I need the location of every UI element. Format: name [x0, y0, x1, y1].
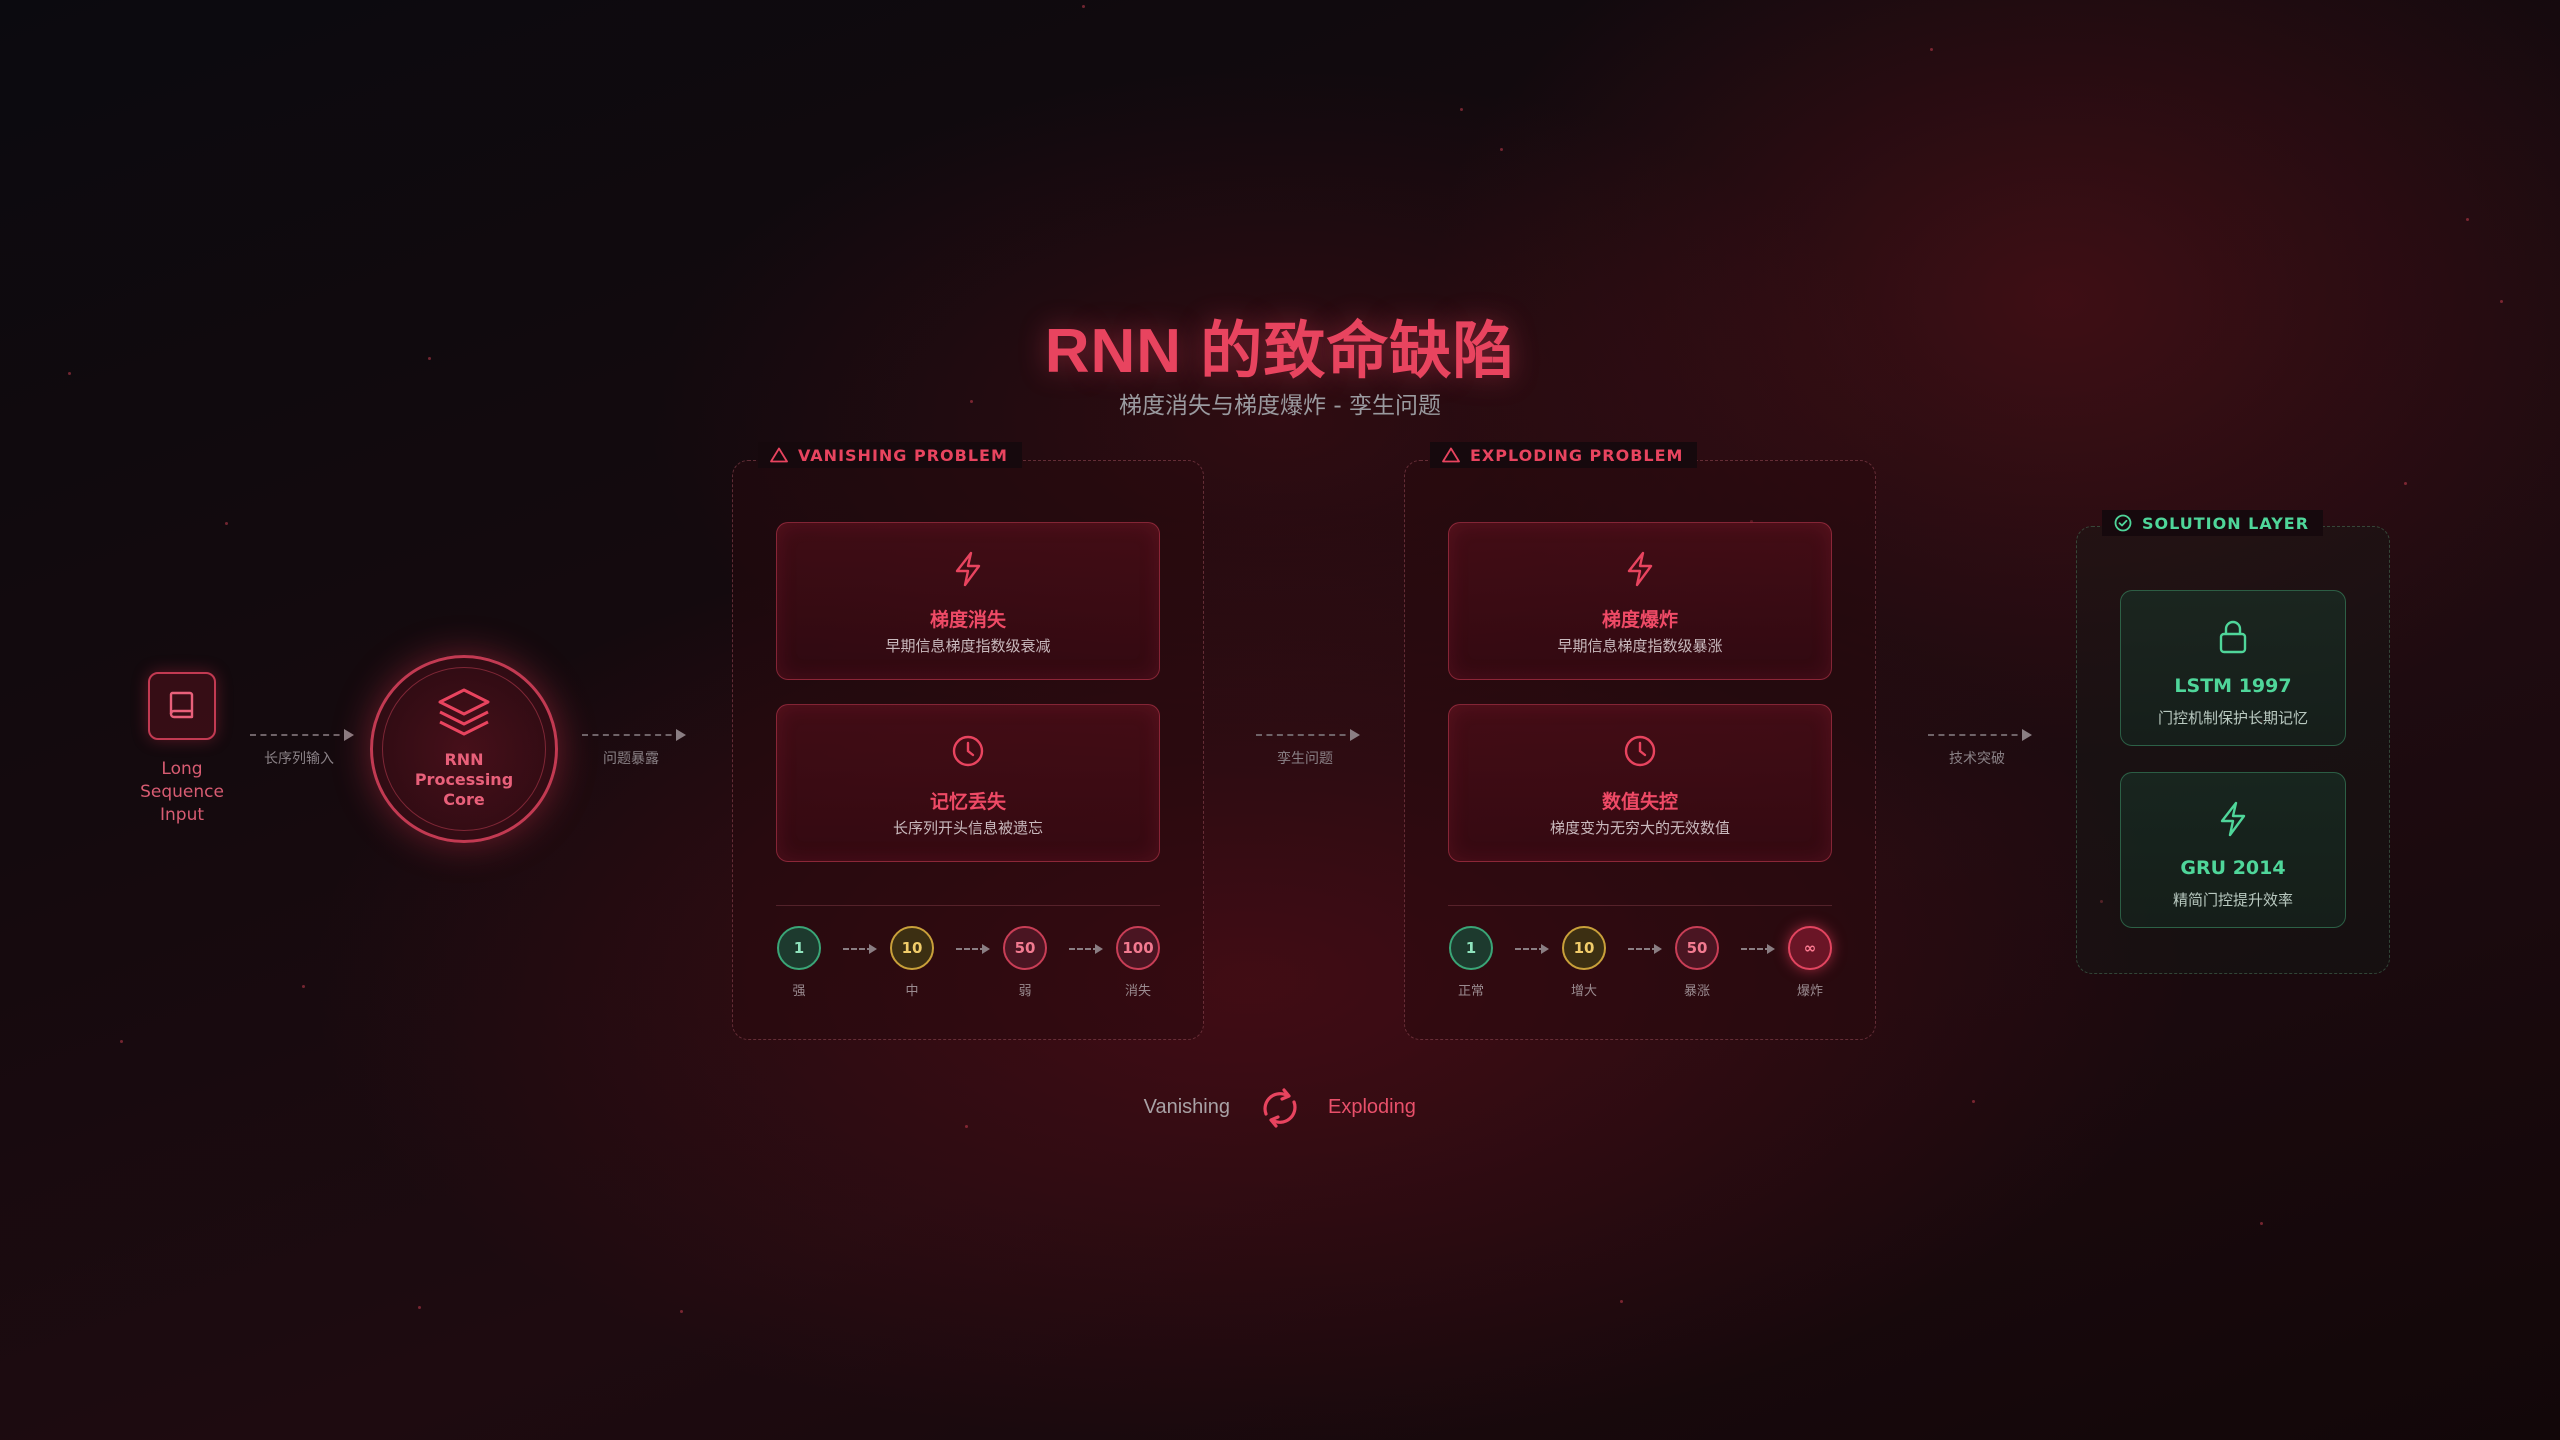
warning-icon — [770, 447, 788, 463]
cycle-icon — [1263, 1088, 1297, 1128]
vanishing-tag: VANISHING PROBLEM — [758, 442, 1022, 468]
vanishing-card-gradient: 梯度消失 早期信息梯度指数级衰减 — [776, 522, 1160, 680]
check-circle-icon — [2114, 514, 2132, 532]
card-desc: 梯度变为无穷大的无效数值 — [1549, 819, 1730, 837]
exploding-step-4: ∞ — [1788, 926, 1832, 970]
card-desc: 门控机制保护长期记忆 — [2157, 709, 2308, 727]
page-title: RNN 的致命缺陷 — [1044, 317, 1516, 386]
legend-exploding: Exploding — [1328, 1096, 1416, 1118]
page-subtitle: 梯度消失与梯度爆炸 - 孪生问题 — [1119, 393, 1441, 419]
clock-icon — [1624, 735, 1656, 767]
card-title: LSTM 1997 — [2174, 675, 2292, 697]
solution-card-gru: GRU 2014 精简门控提升效率 — [2120, 772, 2346, 928]
step-label: 中 — [905, 984, 919, 999]
card-title: 数值失控 — [1601, 791, 1678, 813]
step-arrow — [843, 944, 877, 954]
vanishing-tag-label: VANISHING PROBLEM — [798, 445, 1008, 465]
step-label: 暴涨 — [1683, 984, 1710, 999]
book-icon — [169, 691, 194, 719]
card-title: GRU 2014 — [2180, 857, 2286, 879]
step-label: 强 — [792, 984, 806, 999]
step-label: 增大 — [1570, 984, 1597, 999]
card-title: 梯度消失 — [929, 609, 1006, 631]
connector-input-core — [250, 729, 354, 741]
connector-label-input-core: 长序列输入 — [264, 751, 334, 767]
warning-icon — [1442, 447, 1460, 463]
vanishing-card-memory: 记忆丢失 长序列开头信息被遗忘 — [776, 704, 1160, 862]
card-title: 记忆丢失 — [929, 791, 1006, 813]
solution-tag: SOLUTION LAYER — [2102, 510, 2324, 536]
exploding-step-1: 1 — [1449, 926, 1493, 970]
exploding-tag-label: EXPLODING PROBLEM — [1470, 445, 1684, 465]
sequence-input-label: Long Sequence Input — [140, 759, 224, 825]
card-desc: 早期信息梯度指数级暴涨 — [1557, 637, 1723, 655]
connector-label-exploding-solution: 技术突破 — [1949, 751, 2005, 767]
lock-icon — [2219, 620, 2247, 654]
legend-vanishing: Vanishing — [1143, 1096, 1230, 1118]
step-label: 弱 — [1018, 984, 1032, 999]
connector-label-core-vanishing: 问题暴露 — [603, 751, 659, 767]
exploding-card-gradient: 梯度爆炸 早期信息梯度指数级暴涨 — [1448, 522, 1832, 680]
solution-tag-label: SOLUTION LAYER — [2142, 513, 2310, 533]
connector-exploding-solution — [1928, 729, 2032, 741]
clock-icon — [952, 735, 984, 767]
lightning-icon — [955, 551, 981, 587]
step-arrow — [1741, 944, 1775, 954]
vanishing-step-1: 1 — [777, 926, 821, 970]
connector-label-vanishing-exploding: 孪生问题 — [1277, 751, 1333, 767]
step-label: 正常 — [1457, 984, 1484, 999]
exploding-divider — [1448, 905, 1832, 906]
card-title: 梯度爆炸 — [1601, 609, 1678, 631]
step-arrow — [1515, 944, 1549, 954]
connector-core-vanishing — [582, 729, 686, 741]
lightning-icon — [1627, 551, 1653, 587]
exploding-step-3: 50 — [1675, 926, 1719, 970]
solution-card-lstm: LSTM 1997 门控机制保护长期记忆 — [2120, 590, 2346, 746]
exploding-step-2: 10 — [1562, 926, 1606, 970]
exploding-tag: EXPLODING PROBLEM — [1430, 442, 1698, 468]
card-desc: 长序列开头信息被遗忘 — [892, 819, 1043, 837]
rnn-core-label: RNN Processing Core — [414, 750, 514, 809]
connector-vanishing-exploding — [1256, 729, 1360, 741]
card-desc: 精简门控提升效率 — [2172, 891, 2293, 909]
vanishing-step-3: 50 — [1003, 926, 1047, 970]
step-arrow — [1628, 944, 1662, 954]
rnn-core-ring — [382, 667, 546, 831]
vanishing-divider — [776, 905, 1160, 906]
sequence-input-node — [148, 672, 216, 740]
vanishing-step-2: 10 — [890, 926, 934, 970]
card-desc: 早期信息梯度指数级衰减 — [885, 637, 1051, 655]
exploding-card-numeric: 数值失控 梯度变为无穷大的无效数值 — [1448, 704, 1832, 862]
lightning-icon — [2220, 801, 2246, 837]
layers-icon — [438, 688, 490, 736]
step-arrow — [956, 944, 990, 954]
step-arrow — [1069, 944, 1103, 954]
step-label: 爆炸 — [1796, 984, 1823, 999]
step-label: 消失 — [1124, 984, 1151, 999]
vanishing-step-4: 100 — [1116, 926, 1160, 970]
